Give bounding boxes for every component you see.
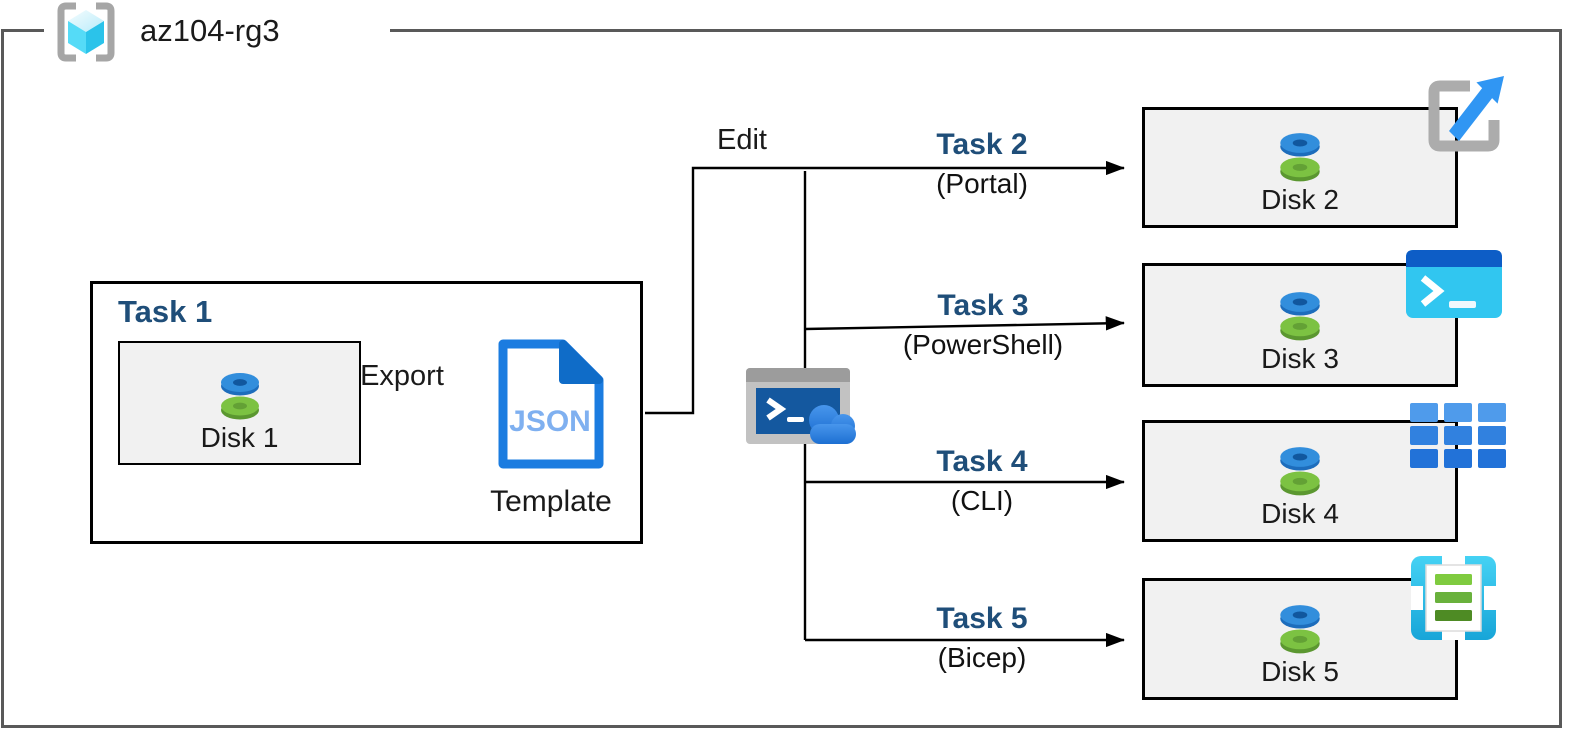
resource-group-icon <box>57 2 115 62</box>
task3-method: (PowerShell) <box>902 329 1064 360</box>
task1-title: Task 1 <box>118 294 213 329</box>
task3-title: Task 3 <box>937 289 1029 322</box>
disk1-box: Disk 1 <box>118 341 361 465</box>
resource-group-frame <box>1 29 1562 728</box>
task5-title: Task 5 <box>936 602 1028 635</box>
bicep-template-icon <box>1411 556 1496 640</box>
task5-label-group: Task 5 (Bicep) <box>850 604 1114 672</box>
managed-disk-icon <box>1273 132 1327 182</box>
task2-method: (Portal) <box>936 168 1028 199</box>
disk1-label: Disk 1 <box>200 422 279 453</box>
disk3-label: Disk 3 <box>1261 343 1339 374</box>
edit-label: Edit <box>717 124 767 156</box>
managed-disk-icon <box>214 372 266 420</box>
task3-label-group: Task 3 (PowerShell) <box>851 291 1115 359</box>
disk5-box: Disk 5 <box>1142 578 1458 700</box>
disk5-label: Disk 5 <box>1261 656 1339 687</box>
disk2-label: Disk 2 <box>1261 184 1339 215</box>
powershell-icon <box>1406 250 1502 318</box>
json-icon-text: JSON <box>509 405 591 438</box>
portal-open-icon <box>1428 76 1504 152</box>
frame-label-gap <box>44 27 390 36</box>
cli-grid-icon <box>1410 403 1506 468</box>
task4-method: (CLI) <box>950 485 1014 516</box>
managed-disk-icon <box>1273 291 1327 341</box>
disk2-box: Disk 2 <box>1142 107 1458 228</box>
task5-method: (Bicep) <box>937 642 1027 673</box>
task4-label-group: Task 4 (CLI) <box>850 447 1114 515</box>
disk4-box: Disk 4 <box>1142 420 1458 542</box>
template-caption: Template <box>490 485 612 518</box>
task2-title: Task 2 <box>936 128 1028 161</box>
disk4-label: Disk 4 <box>1261 498 1339 529</box>
cloud-shell-icon <box>746 368 856 444</box>
export-arrow-label: Export <box>360 360 444 392</box>
resource-group-name: az104-rg3 <box>140 13 280 48</box>
managed-disk-icon <box>1273 446 1327 496</box>
json-file-icon: JSON <box>498 339 604 469</box>
task2-label-group: Task 2 (Portal) <box>850 130 1114 198</box>
task4-title: Task 4 <box>936 445 1028 478</box>
managed-disk-icon <box>1273 604 1327 654</box>
disk3-box: Disk 3 <box>1142 263 1458 387</box>
